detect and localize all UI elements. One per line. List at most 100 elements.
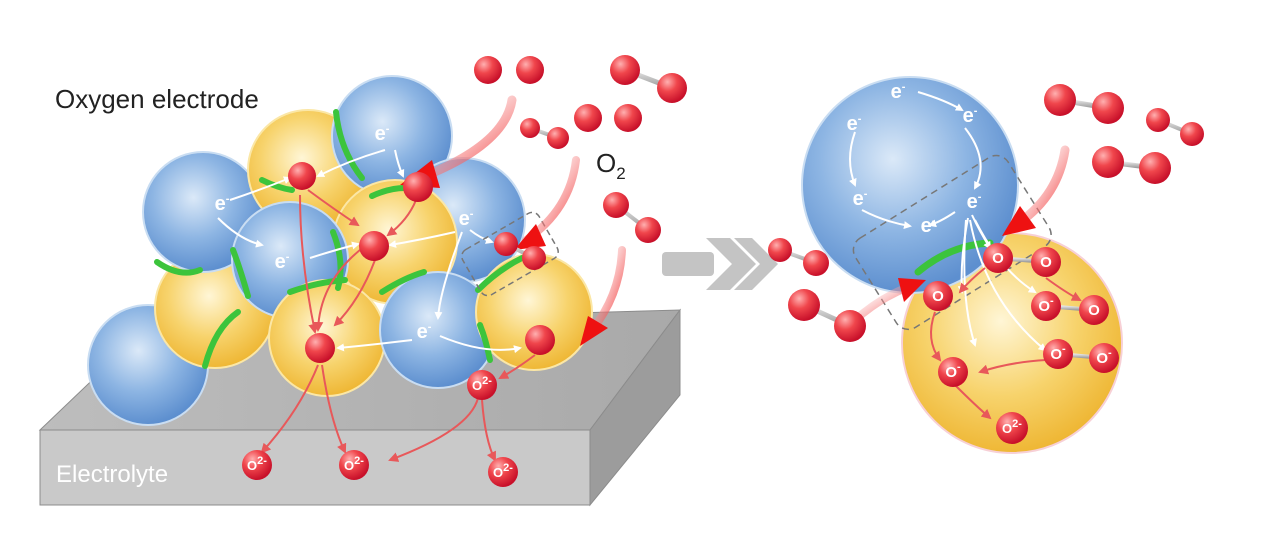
electron-path-arrow bbox=[969, 219, 1047, 352]
svg-text:O2-: O2- bbox=[1002, 418, 1022, 436]
oxygen-atom bbox=[359, 231, 389, 261]
electron-path-arrow bbox=[336, 339, 413, 352]
double-chevron-right-icon bbox=[662, 238, 778, 290]
o2-molecules-left bbox=[474, 55, 687, 270]
tpb-arc bbox=[230, 247, 251, 299]
oxide-ion: O2- bbox=[488, 457, 518, 487]
o2-molecules-right bbox=[768, 84, 1204, 342]
svg-text:e-: e- bbox=[215, 193, 230, 215]
ion-path-arrow bbox=[386, 199, 417, 237]
electron-path-arrow bbox=[849, 131, 857, 187]
electron-path-arrow bbox=[229, 176, 292, 201]
ion-path-arrow bbox=[333, 259, 376, 327]
ion-path-arrow bbox=[481, 399, 496, 462]
electron-charge: - bbox=[428, 321, 432, 333]
svg-text:O-: O- bbox=[1050, 343, 1066, 363]
ion-path-arrow bbox=[260, 364, 319, 454]
oxygen-electrode-label: Oxygen electrode bbox=[55, 84, 259, 114]
oxygen-ion-label: O bbox=[1038, 298, 1050, 315]
ion-path-arrow bbox=[299, 194, 319, 334]
oxide-ion-label: O bbox=[472, 378, 482, 393]
svg-text:O2-: O2- bbox=[247, 455, 267, 473]
electron-path-arrow bbox=[469, 229, 494, 244]
ion-path-arrow bbox=[978, 359, 1047, 375]
oxygen-atom bbox=[305, 333, 335, 363]
electron-path-arrow bbox=[964, 127, 982, 190]
svg-text:O2-: O2- bbox=[493, 462, 513, 480]
svg-text:e-: e- bbox=[963, 105, 978, 127]
electron-labels-left: e- e- e- e- e- bbox=[215, 123, 474, 343]
electron-path-arrow bbox=[861, 209, 912, 230]
tpb-arc bbox=[330, 229, 344, 291]
svg-text:O2-: O2- bbox=[472, 375, 492, 393]
electron-label: e bbox=[963, 105, 974, 127]
o2-molecule bbox=[1146, 108, 1204, 146]
o-o-adsorbed: O O bbox=[983, 243, 1061, 277]
o2-molecule bbox=[1044, 84, 1124, 124]
o2-label: O2 bbox=[596, 148, 626, 183]
oxygen-ion-label: O bbox=[945, 364, 957, 381]
ion-paths-right bbox=[930, 267, 1082, 420]
electron-charge: - bbox=[286, 251, 290, 263]
oxygen-ion-label: O bbox=[1050, 346, 1062, 363]
svg-text:e-: e- bbox=[967, 191, 982, 213]
oxide-ion-charge: 2- bbox=[482, 375, 492, 387]
electron-charge: - bbox=[226, 193, 230, 205]
oxide-ion-charge: 2- bbox=[354, 455, 364, 467]
o2-molecule bbox=[574, 104, 642, 132]
electron-path-arrow bbox=[388, 231, 456, 248]
oxygen-atom-label: O bbox=[1088, 302, 1100, 319]
gas-arrow-head bbox=[580, 316, 608, 346]
electrolyte-label: Electrolyte bbox=[56, 461, 168, 488]
tpb-arc-detail bbox=[914, 239, 994, 276]
electron-path-arrow bbox=[439, 335, 522, 354]
electron-charge: - bbox=[386, 123, 390, 135]
electron-label: e bbox=[375, 123, 386, 145]
oxide-ions-left: O2- O2- O2- O2- bbox=[242, 370, 518, 487]
oxide-ion-label: O bbox=[1002, 421, 1012, 436]
oxygen-ion-label: O bbox=[1096, 350, 1108, 367]
electron-label: e bbox=[891, 81, 902, 103]
triple-phase-boundaries bbox=[154, 109, 525, 369]
gas-arrow-head bbox=[1002, 206, 1036, 236]
svg-text:O-: O- bbox=[1096, 347, 1112, 367]
reaction-zone-box-detail bbox=[852, 154, 1052, 331]
ion-path-arrow bbox=[930, 311, 942, 362]
tpb-arc bbox=[259, 177, 295, 193]
o2-molecule bbox=[1092, 146, 1171, 184]
electron-charge: - bbox=[864, 188, 868, 200]
oxide-ion-charge: 2- bbox=[257, 455, 267, 467]
tpb-arc bbox=[379, 269, 427, 295]
tpb-arc bbox=[333, 109, 365, 181]
o2-molecule bbox=[474, 56, 544, 84]
svg-text:O-: O- bbox=[1038, 295, 1054, 315]
electron-labels-right: e- e- e- e- e- e- bbox=[847, 81, 982, 237]
ion-path-arrow bbox=[321, 364, 347, 454]
o-ion-pair: O- O bbox=[1031, 291, 1109, 325]
electron-path-arrow bbox=[434, 231, 463, 320]
oxide-ion: O2- bbox=[996, 412, 1028, 444]
o2-molecule bbox=[788, 289, 866, 342]
oxide-ion-label: O bbox=[247, 458, 257, 473]
electron-label: e bbox=[275, 251, 286, 273]
electron-path-arrow bbox=[394, 149, 405, 178]
tpb-arc bbox=[287, 277, 348, 295]
gas-arrow-head bbox=[514, 224, 546, 250]
svg-text:e-: e- bbox=[853, 188, 868, 210]
ion-path-arrow bbox=[954, 384, 992, 420]
oxygen-ion-charge: - bbox=[957, 361, 961, 373]
electron-label: e bbox=[417, 321, 428, 343]
o2-molecule bbox=[768, 238, 829, 276]
electron-charge: - bbox=[978, 191, 982, 203]
ion-path-arrow bbox=[307, 189, 360, 227]
oxygen-atom: O bbox=[923, 281, 953, 311]
tpb-arc bbox=[202, 309, 241, 369]
electron-path-arrow bbox=[316, 149, 386, 177]
electron-label: e bbox=[853, 188, 864, 210]
svg-text:e-: e- bbox=[375, 123, 390, 145]
electron-paths-left bbox=[217, 149, 522, 354]
tpb-arc bbox=[154, 259, 203, 276]
oxide-ion-label: O bbox=[344, 458, 354, 473]
electron-path-arrow bbox=[217, 217, 264, 248]
svg-text:e-: e- bbox=[275, 251, 290, 273]
